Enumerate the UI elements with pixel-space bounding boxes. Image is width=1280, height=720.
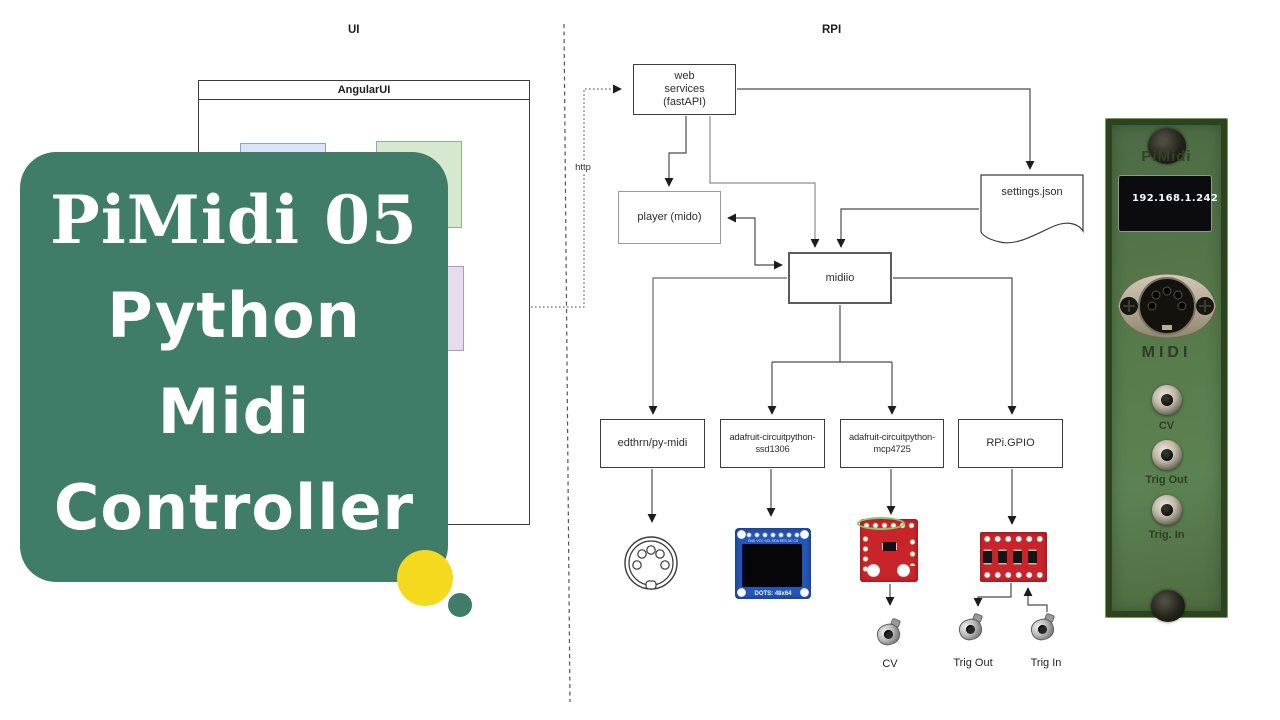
title-banner: PiMidi 05 Python Midi Controller [20, 152, 448, 582]
edge-settings-to-midiio [836, 208, 979, 248]
edge-midiio-to-rpigpio [893, 277, 1017, 415]
node-ssd1306: adafruit-circuitpython- ssd1306 [720, 419, 825, 468]
mcp4725-line1: adafruit-circuitpython- [849, 432, 935, 442]
panel-trigin-label: Trig. In [1148, 529, 1185, 541]
edge-midiio-player-bidirectional [727, 213, 783, 270]
oled-hole-tr [800, 530, 809, 539]
pymidi-label: edthrn/py-midi [617, 437, 688, 449]
web-services-line2: services [664, 83, 705, 95]
angularui-titlebar: AngularUI [199, 81, 529, 100]
board1-left-pins [861, 534, 870, 574]
trigout-jack-photo [956, 612, 987, 645]
node-player-mido: player (mido) [618, 191, 721, 244]
board1-right-pins [908, 536, 917, 566]
node-mcp4725: adafruit-circuitpython- mcp4725 [840, 419, 944, 468]
panel-top-nut [1148, 128, 1186, 164]
node-web-services: web services (fastAPI) [633, 64, 736, 115]
panel-oled-display: 192.168.1.242 [1118, 175, 1218, 232]
oled-pin-labels: GND VCC SCL SDA RES DC CS [747, 538, 799, 543]
panel-midi-din-connector [1116, 269, 1218, 348]
board2-top-pins [982, 534, 1045, 544]
edge-board2-to-trigout-jack [973, 583, 1012, 607]
panel-trigout-label: Trig Out [1145, 474, 1188, 486]
oled-hole-bl [737, 588, 746, 597]
oled-hole-br [800, 588, 809, 597]
ssd1306-line2: ssd1306 [755, 443, 790, 454]
node-pymidi: edthrn/py-midi [600, 419, 705, 468]
panel-cv-jack [1152, 385, 1182, 415]
edge-midiio-to-pymidi [648, 277, 787, 415]
ssd1306-line1: adafruit-circuitpython- [729, 432, 816, 442]
section-label-ui: UI [348, 24, 360, 36]
oled-pin-row [745, 532, 801, 538]
panel-midi-label: MIDI [1141, 344, 1192, 361]
banner-line-3: Midi [157, 375, 311, 448]
board1-mount-hole-right [897, 564, 910, 577]
node-midiio: midiio [788, 252, 892, 304]
section-label-rpi: RPI [822, 24, 842, 36]
settings-label: settings.json [1001, 186, 1063, 198]
panel-title: PiMidi [1141, 148, 1192, 165]
node-settings-json: settings.json [980, 174, 1084, 244]
player-label: player (mido) [637, 211, 702, 223]
banner-line-1: PiMidi 05 [50, 181, 418, 259]
edge-trigin-jack-to-board2 [1023, 587, 1048, 612]
label-cv: CV [882, 658, 898, 670]
rpi-gpio-label: RPi.GPIO [986, 437, 1035, 449]
banner-line-2: Python [107, 279, 361, 352]
trigin-jack-photo [1028, 612, 1059, 645]
board2-bottom-pins [982, 570, 1045, 580]
label-trig-out: Trig Out [953, 657, 993, 669]
banner-line-4: Controller [53, 471, 415, 544]
decor-green-dot [448, 593, 472, 617]
panel-bottom-nut [1151, 590, 1185, 622]
edge-webservices-to-player [664, 116, 687, 187]
label-trig-in: Trig In [1030, 657, 1062, 669]
oled-dots-text: DOTS: 48x64 [754, 591, 792, 597]
edge-label-http: http [569, 162, 597, 173]
edge-webservices-to-settings [737, 88, 1035, 170]
panel-trigout-jack [1152, 440, 1182, 470]
board1-ic-chip [883, 542, 896, 551]
cv-jack-photo [874, 617, 905, 650]
pimidi-panel-photo: PiMidi 192.168.1.242 MIDI CV [1105, 118, 1228, 622]
settings-doc-shape [980, 174, 1084, 244]
edge-http-angularui-to-webservices [531, 84, 622, 308]
ui-rpi-separator [563, 23, 571, 703]
oled-breakout-board: GND VCC SCL SDA RES DC CS DOTS: 48x64 [735, 528, 811, 599]
angularui-title: AngularUI [337, 84, 391, 96]
trigger-breakout-board [980, 532, 1047, 582]
board2-chips [983, 551, 1044, 563]
decor-yellow-circle [397, 550, 453, 606]
highlight-ellipse [857, 517, 905, 530]
mcp4725-line2: mcp4725 [873, 443, 911, 454]
web-services-line1: web [674, 70, 695, 82]
edge-webservices-to-midiio [709, 116, 820, 248]
oled-hole-tl [737, 530, 746, 539]
midi-din-drawing [622, 534, 680, 597]
panel-trigin-jack [1152, 495, 1182, 525]
oled-screen [742, 544, 802, 587]
board1-mount-hole-left [867, 564, 880, 577]
panel-ip-address: 192.168.1.242 [1132, 193, 1219, 204]
midiio-label: midiio [825, 271, 855, 284]
node-rpi-gpio: RPi.GPIO [958, 419, 1063, 468]
web-services-line3: (fastAPI) [663, 96, 706, 108]
panel-cv-label: CV [1158, 420, 1175, 432]
